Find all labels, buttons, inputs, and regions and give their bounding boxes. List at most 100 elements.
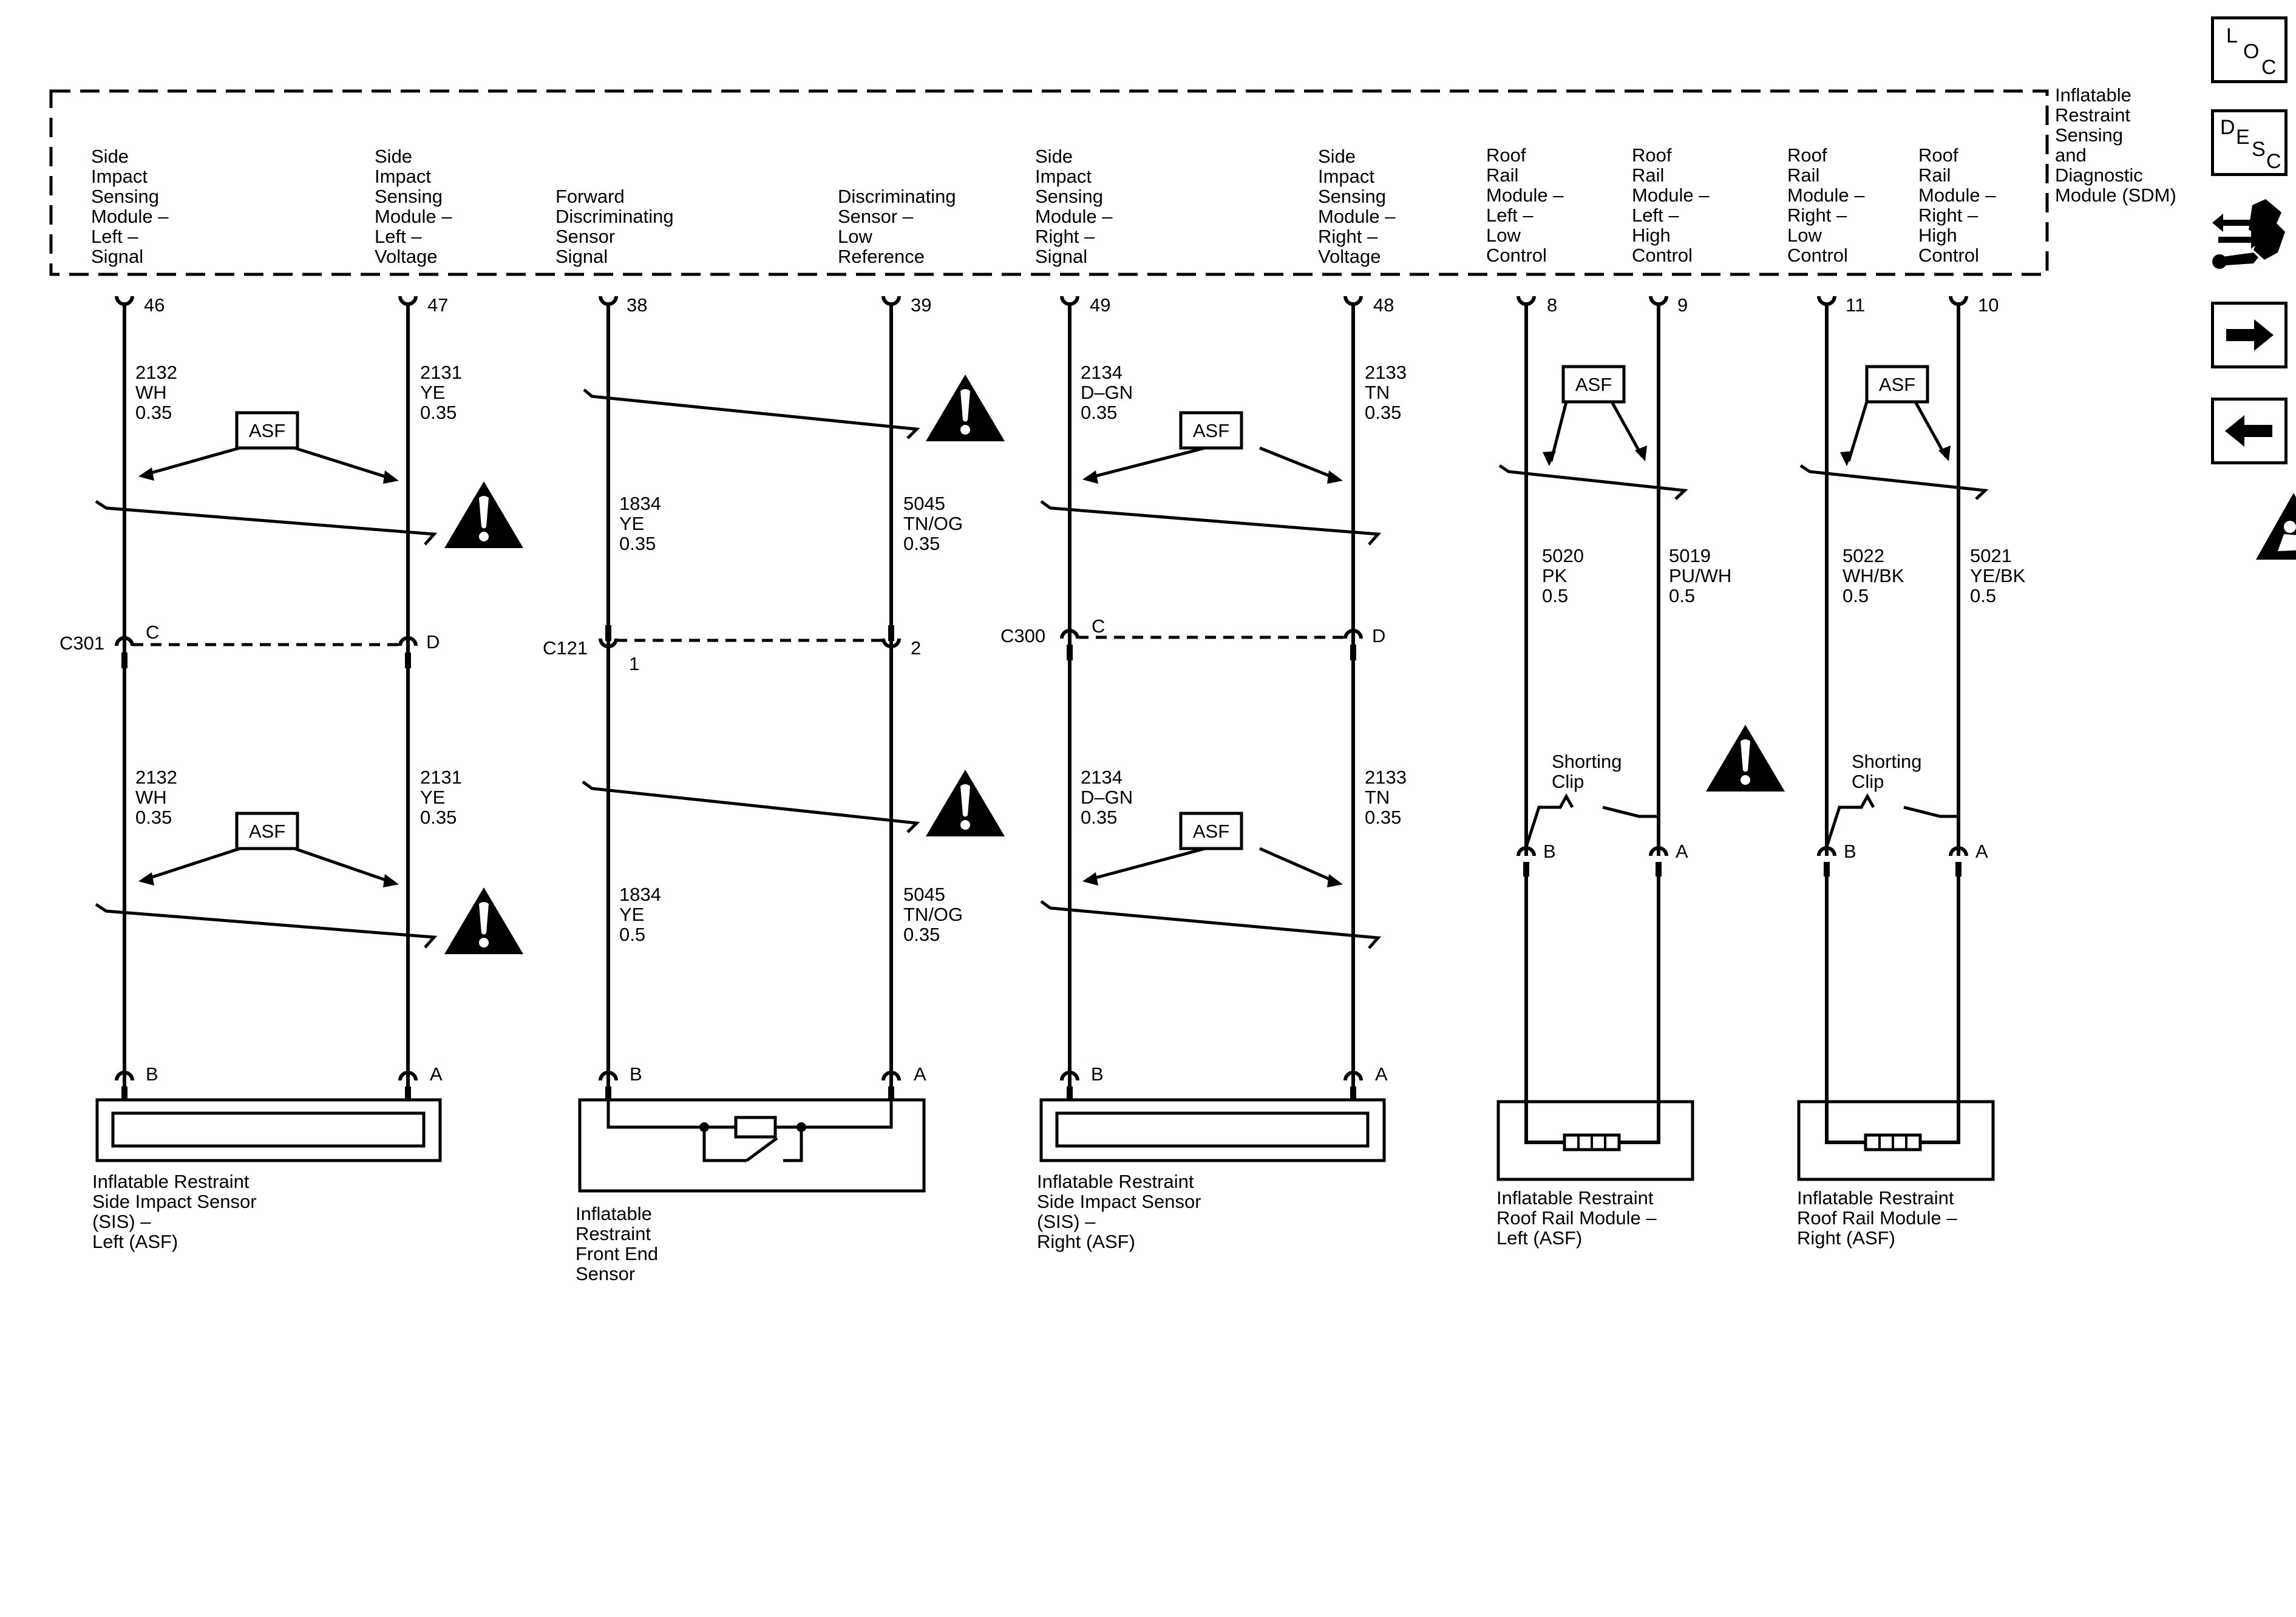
sdm-pin-number: 38 [627,294,647,316]
svg-text:A: A [430,1063,443,1085]
svg-text:Roof Rail Module –: Roof Rail Module – [1797,1207,1957,1229]
sdm-pin-number: 9 [1677,294,1688,316]
svg-text:Sensing: Sensing [1318,186,1386,207]
svg-text:5045: 5045 [903,884,945,905]
svg-text:TN/OG: TN/OG [903,904,963,925]
loc-letter: L [2226,24,2238,47]
svg-text:Low: Low [1787,225,1822,246]
svg-text:0.35: 0.35 [903,924,940,945]
svg-text:Inflatable: Inflatable [576,1203,652,1224]
svg-text:(SIS) –: (SIS) – [1037,1211,1096,1232]
svg-text:Low: Low [1486,225,1521,246]
next-button[interactable] [2211,302,2288,368]
sdm-pin-label-49: Side Impact Sensing Module – Right – Sig… [1035,146,1113,267]
warning-icons [444,375,1785,954]
svg-text:Sensor –: Sensor – [838,206,914,227]
svg-text:2134: 2134 [1081,362,1123,383]
svg-text:Low: Low [838,226,872,247]
svg-text:0.35: 0.35 [1365,402,1401,423]
svg-text:0.35: 0.35 [903,533,940,554]
sdm-pin-label-46: Side Impact Sensing Module – Left – Sign… [91,146,169,267]
desc-button[interactable]: D E S C [2211,109,2288,176]
loc-letter: O [2243,40,2260,63]
component-roof-rail-left [1496,876,1694,1181]
svg-text:1834: 1834 [619,493,661,514]
svg-text:0.5: 0.5 [1843,585,1869,606]
svg-text:Roof: Roof [1486,144,1526,166]
component-name-sis-left: Inflatable Restraint Side Impact Sensor … [92,1171,257,1252]
svg-text:Control: Control [1918,245,1979,266]
loc-button[interactable]: L O C [2211,16,2288,83]
svg-text:2131: 2131 [420,767,462,788]
svg-text:Side: Side [1318,146,1356,167]
svg-text:Signal: Signal [91,246,143,267]
sdm-pin-number: 47 [427,294,448,316]
asf-arrowheads [138,446,1951,887]
wires [123,303,1960,1144]
svg-text:B: B [630,1063,642,1085]
svg-text:Module –: Module – [1486,185,1564,206]
shorting-clips [1524,793,1960,847]
svg-text:Right –: Right – [1918,205,1978,226]
svg-text:0.5: 0.5 [1970,585,1996,606]
sdm-name-line: and [2055,144,2087,166]
svg-text:YE: YE [619,904,644,925]
svg-text:TN: TN [1365,382,1390,403]
svg-text:Control: Control [1486,245,1547,266]
svg-text:Roof: Roof [1918,144,1958,166]
desc-letter: D [2220,116,2235,139]
svg-text:Module –: Module – [375,206,452,227]
svg-text:Voltage: Voltage [375,246,437,267]
svg-text:Forward: Forward [555,186,625,207]
component-sis-left [95,1098,442,1162]
svg-text:B: B [1543,841,1556,862]
svg-text:Impact: Impact [375,166,431,187]
svg-text:PK: PK [1542,565,1567,586]
sdm-pin-number: 8 [1547,294,1557,316]
svg-text:YE: YE [619,513,644,534]
component-name-sis-right: Inflatable Restraint Side Impact Sensor … [1037,1171,1201,1252]
svg-text:0.5: 0.5 [619,924,645,945]
desc-letter: C [2266,150,2281,173]
svg-text:Module –: Module – [1918,185,1996,206]
svg-text:WH: WH [135,787,167,808]
svg-text:Rail: Rail [1918,164,1951,186]
svg-text:WH/BK: WH/BK [1843,565,1904,586]
sdm-pin-number: 10 [1978,294,1999,316]
inline-connectors: C301 C D C121 1 2 C300 C D [59,615,1385,674]
svg-text:Side: Side [91,146,129,167]
svg-text:Left (ASF): Left (ASF) [1496,1227,1582,1249]
svg-text:Impact: Impact [1318,166,1374,187]
svg-text:D–GN: D–GN [1081,787,1133,808]
sdm-pin-number: 49 [1090,294,1110,316]
svg-text:Left –: Left – [1486,205,1533,226]
component-name-front-end-sensor: Inflatable Restraint Front End Sensor [576,1203,658,1284]
svg-text:Roof Rail Module –: Roof Rail Module – [1496,1207,1657,1229]
svg-text:(SIS) –: (SIS) – [92,1211,151,1232]
svg-text:0.35: 0.35 [1081,807,1117,828]
svg-text:Sensing: Sensing [91,186,159,207]
svg-text:Rail: Rail [1787,164,1819,186]
component-front-end-sensor [578,1098,926,1193]
svg-text:Sensor: Sensor [576,1263,635,1284]
previous-button[interactable] [2211,398,2288,464]
svg-text:1834: 1834 [619,884,661,905]
svg-text:Inflatable Restraint: Inflatable Restraint [1496,1187,1654,1209]
svg-text:2131: 2131 [420,362,462,383]
sdm-name-line: Restraint [2055,104,2130,126]
svg-text:2134: 2134 [1081,767,1123,788]
svg-text:Side Impact Sensor: Side Impact Sensor [1037,1191,1201,1212]
connector-tool-icon[interactable] [2210,194,2289,279]
roof-rail-terminals: B A B A [1517,841,1988,876]
svg-text:Side Impact Sensor: Side Impact Sensor [92,1191,257,1212]
svg-text:Roof: Roof [1787,144,1827,166]
connector-pin: 1 [629,653,639,674]
svg-text:0.35: 0.35 [135,807,172,828]
sdm-pin-label-39: Discriminating Sensor – Low Reference [838,186,956,267]
svg-text:Restraint: Restraint [576,1223,651,1244]
svg-text:Side: Side [375,146,412,167]
airbag-warning-icon[interactable] [2254,490,2296,562]
sdm-pin-terminals [115,296,1968,306]
